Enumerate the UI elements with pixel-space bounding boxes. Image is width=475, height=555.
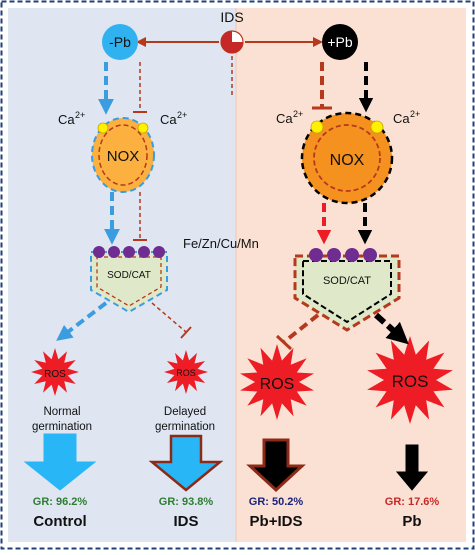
outcome-control-name: Control <box>33 513 86 530</box>
delayed-germination-line1: Delayed <box>164 406 206 418</box>
pb-outcome-arrow <box>395 444 429 491</box>
control-outcome-arrow <box>23 433 97 491</box>
minus-pb-node <box>102 24 138 60</box>
calcium-right-b <box>370 120 384 134</box>
svg-text:Ca: Ca <box>160 112 177 127</box>
plus-pb-node <box>322 24 358 60</box>
sodcat-right-inner <box>302 260 392 324</box>
sodcat-left-label: SOD/CAT <box>107 270 151 281</box>
sodcat-to-ros-ids-line <box>151 302 187 333</box>
ros-pb-ids-label: ROS <box>260 376 295 393</box>
gr-pb: GR: 17.6% <box>385 496 440 508</box>
ros-burst-pb-ids <box>240 344 314 420</box>
svg-text:2+: 2+ <box>410 109 420 119</box>
sodcat-right <box>293 254 401 332</box>
metal-dots-left <box>93 246 165 258</box>
ca-right-inner: Ca 2+ <box>276 109 303 126</box>
nox-right <box>300 111 394 205</box>
normal-germination-line2: germination <box>32 421 92 433</box>
calcium-left-b <box>137 122 149 134</box>
gr-pb-ids: GR: 50.2% <box>249 496 304 508</box>
outcome-pb-ids-name: Pb+IDS <box>250 513 303 530</box>
sodcat-to-ros-control-arrow <box>56 301 108 341</box>
sodcat-left-inner <box>96 256 162 307</box>
ca-left-outer: Ca 2+ <box>58 110 85 127</box>
ca-left-inner: Ca 2+ <box>160 110 187 127</box>
nox-right-inner-ring <box>313 124 381 192</box>
nox-left <box>91 117 155 193</box>
metal-label: Fe/Zn/Cu/Mn <box>183 236 259 251</box>
calcium-right-a <box>310 120 324 134</box>
ros-ids-label: ROS <box>176 368 196 378</box>
nox-right-label: NOX <box>330 152 365 169</box>
ids-icon <box>220 30 244 54</box>
ros-burst-ids <box>164 350 208 394</box>
minus-pb-label: -Pb <box>109 34 131 50</box>
outcome-ids-name: IDS <box>173 513 198 530</box>
ros-burst-pb <box>367 336 453 424</box>
svg-text:2+: 2+ <box>293 109 303 119</box>
svg-text:Ca: Ca <box>276 111 293 126</box>
sodcat-to-ros-pb-ids-line <box>282 313 320 344</box>
sodcat-to-ros-pb-ids-bar <box>275 334 293 351</box>
sodcat-to-ros-ids-bar <box>180 326 192 339</box>
delayed-germination-line2: germination <box>155 421 215 433</box>
sodcat-right-label: SOD/CAT <box>323 275 371 287</box>
ros-pb-label: ROS <box>392 372 429 391</box>
normal-germination-line1: Normal <box>43 406 80 418</box>
ros-burst-control <box>31 348 79 396</box>
nox-left-inner-ring <box>98 124 148 186</box>
svg-text:2+: 2+ <box>75 110 85 120</box>
nox-left-label: NOX <box>107 148 140 165</box>
gr-control: GR: 96.2% <box>33 496 88 508</box>
svg-text:Ca: Ca <box>58 112 75 127</box>
sodcat-to-ros-pb-arrow <box>374 312 409 345</box>
ids-title: IDS <box>220 9 243 25</box>
gr-ids: GR: 93.8% <box>159 496 214 508</box>
ids-outcome-arrow <box>148 434 224 492</box>
ros-control-label: ROS <box>44 369 66 380</box>
outcome-pb-name: Pb <box>402 513 421 530</box>
svg-text:Ca: Ca <box>393 111 410 126</box>
plus-pb-label: +Pb <box>327 34 353 50</box>
pb-ids-outcome-arrow <box>246 438 306 493</box>
ca-right-outer: Ca 2+ <box>393 109 420 126</box>
calcium-left-a <box>97 122 109 134</box>
metal-dots-right <box>309 248 377 262</box>
svg-text:2+: 2+ <box>177 110 187 120</box>
